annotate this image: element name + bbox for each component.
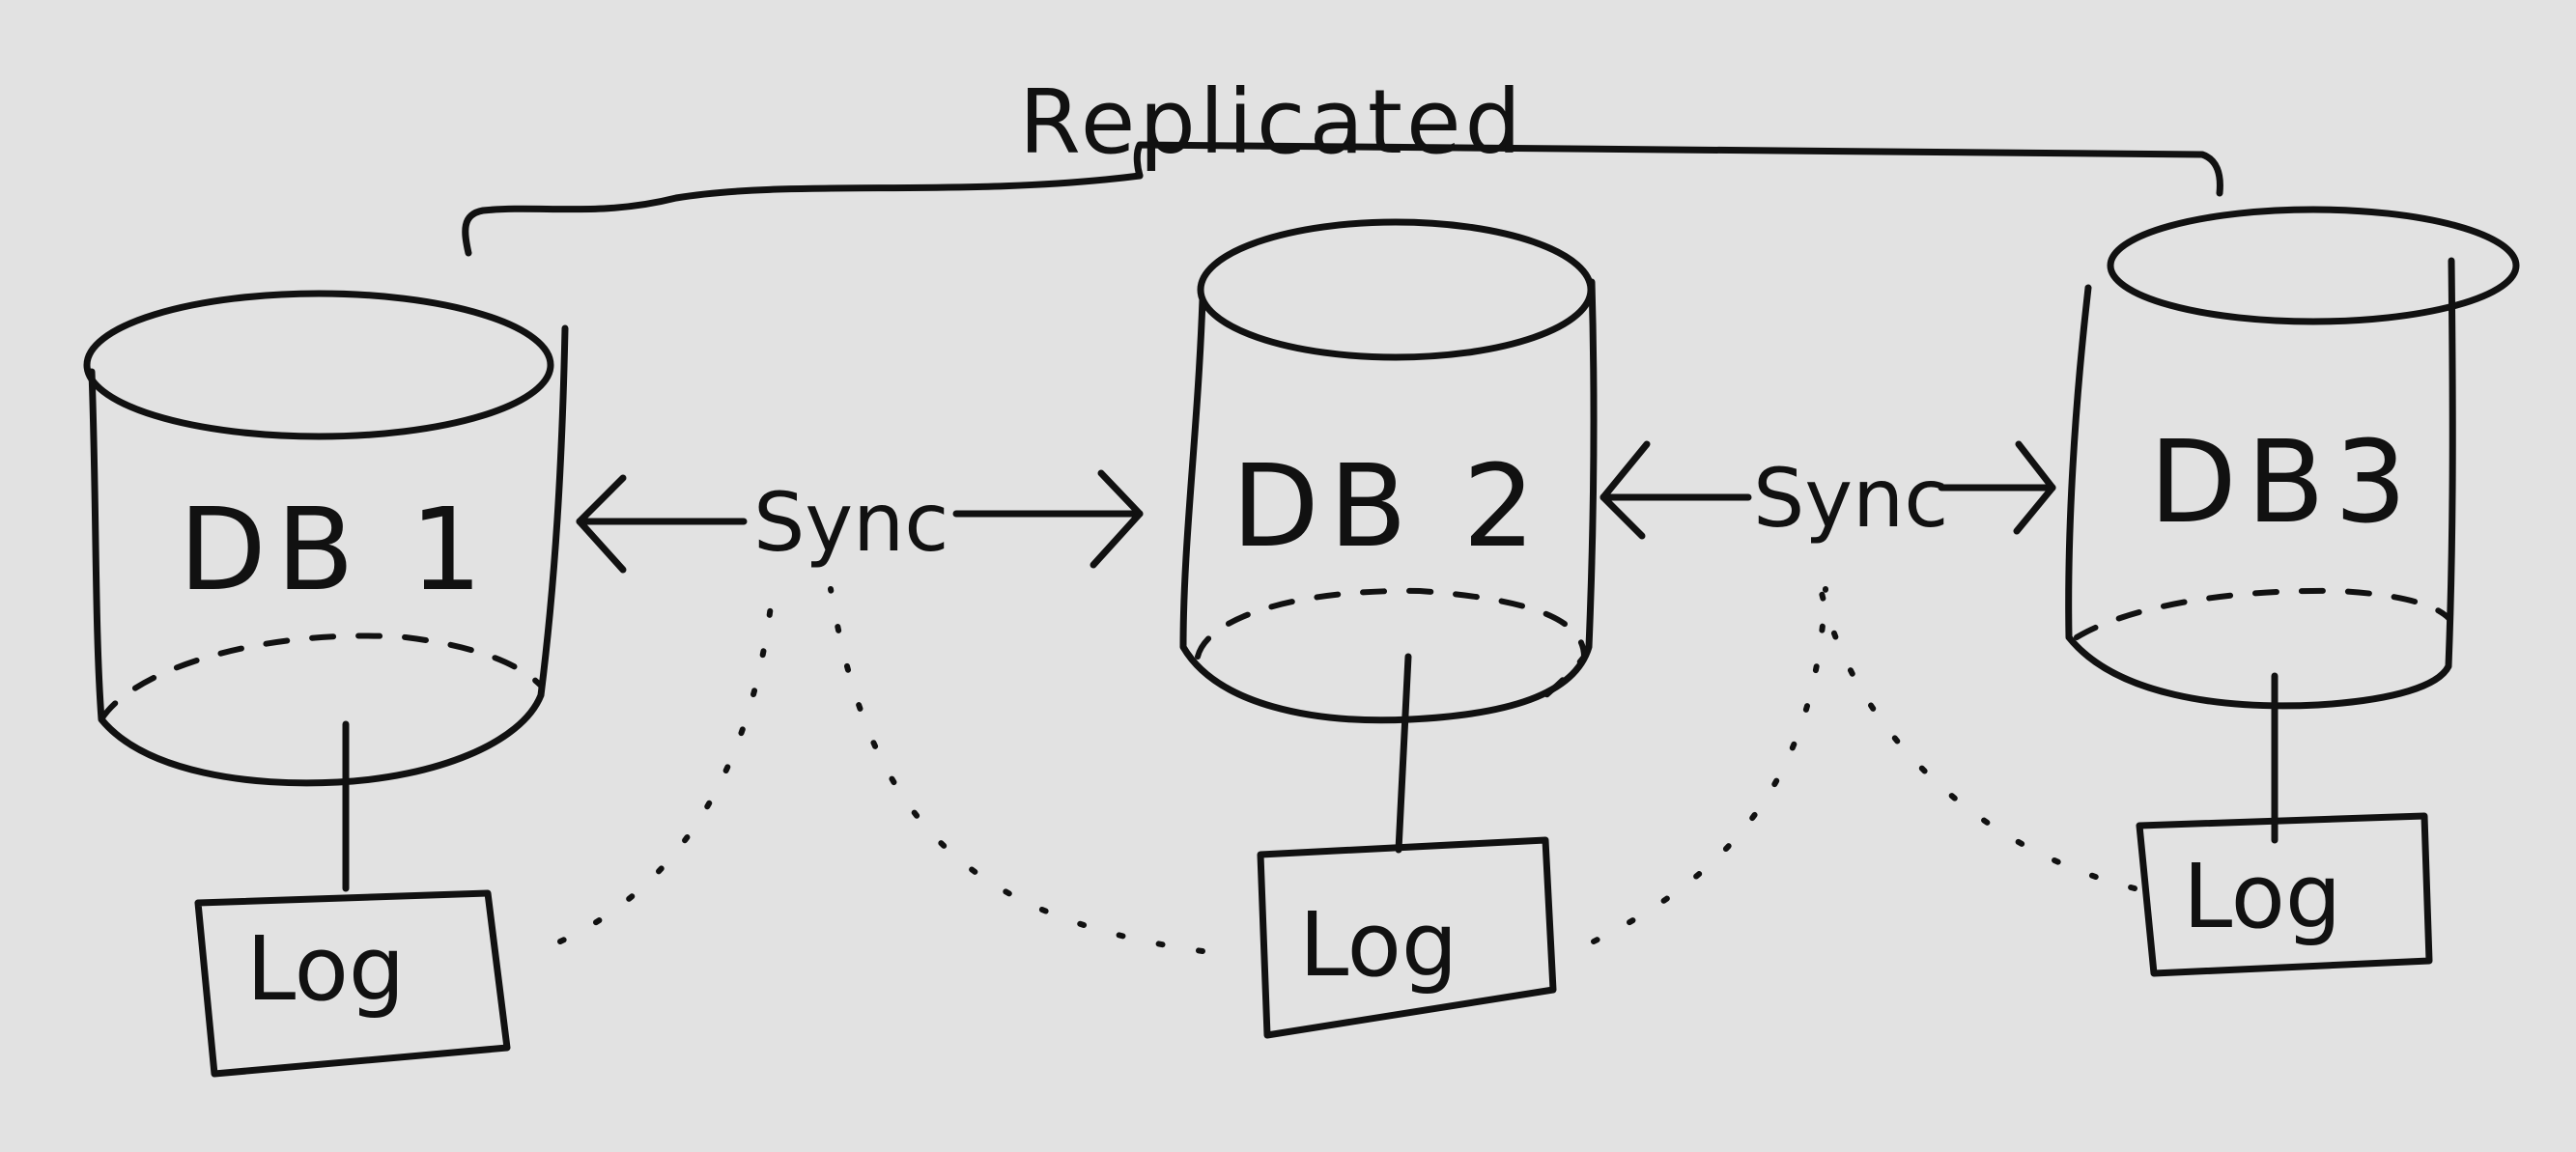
db2-log-box: Log [1257,836,1557,1039]
db3-cylinder: DB3 [2065,206,2520,844]
db3-label: DB3 [2149,415,2417,548]
db2-log-label: Log [1299,893,1458,997]
sync-label-1: Sync [753,475,948,570]
dashed-link-log2-sync2 [1591,586,1828,944]
db1-label: DB 1 [179,483,492,616]
sync-label-2: Sync [1753,451,1948,546]
db1-log-box: Log [194,889,511,1078]
dashed-link-log2-sync1 [828,586,1205,954]
replicated-bracket: Replicated [462,70,2223,257]
db2-cylinder: DB 2 [1179,218,1598,854]
sync-arrow-2: Sync [1599,440,2056,546]
db1-log-label: Log [246,917,405,1021]
replicated-label: Replicated [1019,70,1525,174]
db3-log-box: Log [2136,812,2433,977]
sync-arrow-1: Sync [576,469,1144,574]
log-sync-dashed-links [557,586,2137,954]
db2-label: DB 2 [1231,439,1544,573]
db1-cylinder: DB 1 [83,290,569,892]
db3-log-label: Log [2183,845,2341,948]
dashed-link-log1-sync1 [557,586,776,944]
